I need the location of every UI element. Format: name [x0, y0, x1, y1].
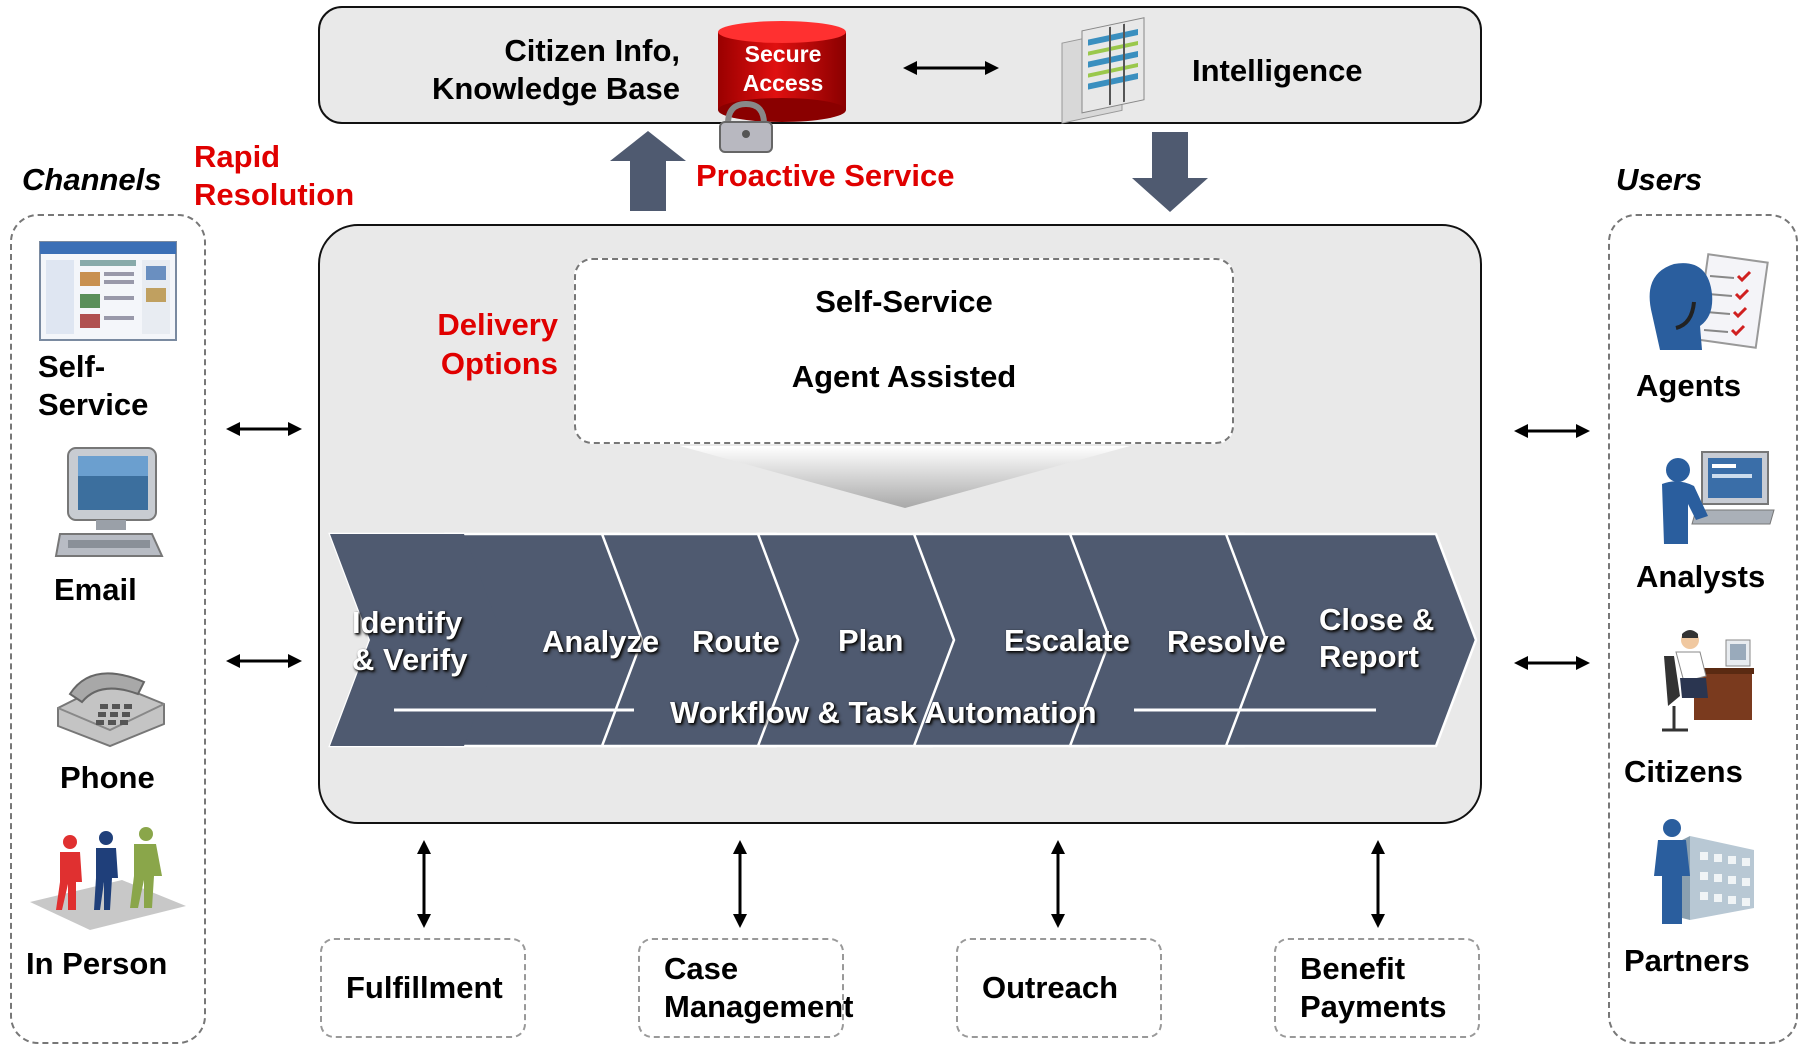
step-analyze: Analyze: [542, 624, 660, 659]
vertical-arrow-benefit: [1371, 840, 1385, 928]
step-identify-verify: Identify & Verify: [352, 604, 467, 678]
rapid-line1: Rapid: [194, 139, 281, 174]
channel-in-person-label: In Person: [26, 946, 168, 981]
agent-assisted-option: Agent Assisted: [791, 359, 1017, 394]
up-arrow: [610, 131, 686, 211]
benefit-payments-line1: Benefit: [1300, 951, 1406, 986]
proactive-service-label: Proactive Service: [696, 158, 955, 193]
outreach-label: Outreach: [982, 970, 1119, 1005]
channel-self-service-label: Self- Service: [38, 348, 148, 424]
secure-line1: Secure: [744, 41, 822, 67]
people-icon: [30, 827, 186, 930]
bidirectional-arrow-top: [903, 61, 999, 75]
step-resolve: Resolve: [1167, 624, 1286, 659]
step-close-line1: Close &: [1319, 602, 1435, 637]
step-plan: Plan: [838, 623, 904, 658]
secure-access-database-icon: [718, 21, 846, 153]
vertical-arrow-fulfillment: [417, 840, 431, 928]
bidirectional-arrow-right-lower: [1514, 656, 1590, 670]
case-management-line2: Management: [664, 989, 854, 1024]
delivery-options-label: Delivery Options: [420, 305, 558, 383]
secure-line2: Access: [742, 70, 824, 96]
step-close-report: Close & Report: [1319, 601, 1434, 675]
self-service-option: Self-Service: [815, 284, 993, 319]
workflow-chevrons: [328, 532, 1478, 748]
channel-self-service-line2: Service: [38, 387, 149, 422]
fulfillment-box: Fulfillment: [320, 938, 526, 1038]
knowledge-line1: Citizen Info,: [504, 33, 680, 68]
step-escalate: Escalate: [1004, 623, 1130, 658]
web-page-icon: [39, 241, 177, 341]
phone-icon: [57, 672, 165, 748]
chevron-step-7: [1224, 532, 1478, 748]
users-title: Users: [1616, 162, 1703, 197]
secure-access-label: Secure Access: [722, 40, 844, 98]
user-analysts-label: Analysts: [1636, 559, 1766, 594]
step-identify-line2: & Verify: [352, 642, 468, 677]
computer-icon: [54, 447, 164, 557]
knowledge-line2: Knowledge Base: [431, 71, 680, 106]
down-arrow: [1132, 132, 1208, 212]
benefit-payments-line2: Payments: [1300, 989, 1447, 1024]
case-management-line1: Case: [664, 951, 739, 986]
top-panel: [318, 6, 1482, 124]
bidirectional-arrow-right-upper: [1514, 424, 1590, 438]
channel-phone-label: Phone: [60, 760, 155, 795]
vertical-arrow-case: [733, 840, 747, 928]
channel-email-label: Email: [54, 572, 137, 607]
analyst-computer-icon: [1662, 451, 1775, 544]
channel-self-service-line1: Self-: [38, 349, 106, 384]
workflow-title: Workflow & Task Automation: [670, 695, 1097, 730]
case-management-box: Case Management: [638, 938, 854, 1038]
knowledge-base-label: Citizen Info, Knowledge Base: [410, 32, 680, 108]
vertical-arrow-outreach: [1051, 840, 1065, 928]
step-identify-line1: Identify: [352, 605, 463, 640]
intelligence-label: Intelligence: [1192, 53, 1363, 88]
intelligence-report-icon: [1061, 17, 1145, 124]
user-citizens-label: Citizens: [1624, 754, 1743, 789]
agent-headset-icon: [1649, 253, 1769, 350]
bidirectional-arrow-left-lower: [226, 654, 302, 668]
delivery-line1: Delivery: [437, 307, 558, 342]
delivery-options-box: [574, 258, 1234, 444]
citizen-desk-icon: [1662, 630, 1754, 732]
rapid-line2: Resolution: [194, 177, 355, 212]
outreach-box: Outreach: [956, 938, 1162, 1038]
user-partners-label: Partners: [1624, 943, 1750, 978]
fulfillment-label: Fulfillment: [346, 970, 503, 1005]
partner-building-icon: [1654, 819, 1754, 924]
user-agents-label: Agents: [1636, 368, 1742, 403]
bidirectional-arrow-left-upper: [226, 422, 302, 436]
rapid-resolution-label: Rapid Resolution: [194, 138, 354, 214]
benefit-payments-box: Benefit Payments: [1274, 938, 1480, 1038]
step-close-line2: Report: [1319, 639, 1419, 674]
funnel-shape: [680, 446, 1130, 508]
channels-title: Channels: [22, 162, 162, 197]
step-route: Route: [692, 624, 780, 659]
delivery-line2: Options: [440, 346, 558, 381]
